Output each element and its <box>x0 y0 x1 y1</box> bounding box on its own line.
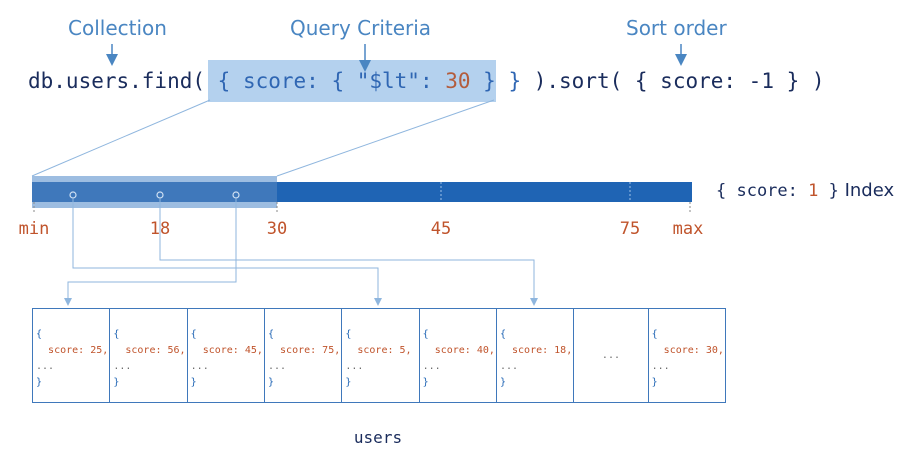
code-suffix: ).sort( { score: -1 } ) <box>521 69 825 93</box>
document-card: { score: 5, ... } <box>342 309 420 402</box>
tick-max: max <box>672 219 704 239</box>
index-name-close: } <box>818 181 839 201</box>
index-name-value: 1 <box>808 181 819 201</box>
document-card: { score: 56, ... } <box>110 309 188 402</box>
code-criteria-close: } } <box>470 69 522 93</box>
document-card: { score: 45, ... } <box>188 309 265 402</box>
tick-75: 75 <box>619 219 641 239</box>
sort-order-label: Sort order <box>626 16 727 40</box>
index-range-fill <box>32 182 277 202</box>
code-prefix: db.users.find( <box>28 69 218 93</box>
pointer-line-18 <box>159 198 538 306</box>
document-card: { score: 75, ... } <box>265 309 343 402</box>
tick-min: min <box>18 219 50 239</box>
collection-name: users <box>353 428 403 447</box>
document-card: { score: 40, ... } <box>420 309 497 402</box>
index-name-word: Index <box>844 180 895 201</box>
query-code: db.users.find( { score: { "$lt": 30 } } … <box>28 66 825 96</box>
index-name: { score: 1 } Index <box>716 180 894 201</box>
tick-45: 45 <box>430 219 452 239</box>
collection-label: Collection <box>68 16 167 40</box>
document-card-ellipsis: ... <box>574 309 649 402</box>
document-card: { score: 18, ... } <box>497 309 575 402</box>
code-criteria-value: 30 <box>445 69 471 93</box>
document-card: { score: 25, ... } <box>33 309 111 402</box>
query-criteria-highlight <box>208 60 496 102</box>
users-collection-documents: { score: 25, ... } { score: 56, ... } { … <box>32 308 726 403</box>
query-criteria-label: Query Criteria <box>290 16 432 40</box>
index-entry-pointer <box>156 191 164 199</box>
pointer-line-30 <box>72 198 382 306</box>
index-entry-pointer <box>69 191 77 199</box>
pointer-line-25 <box>64 198 237 306</box>
index-entry-pointer <box>232 191 240 199</box>
code-criteria-open: { score: { "$lt": <box>217 69 446 93</box>
index-name-open: { score: <box>716 181 809 201</box>
funnel-right-line <box>276 99 495 177</box>
document-card: { score: 30, ... } <box>651 329 724 388</box>
tick-30: 30 <box>266 219 288 239</box>
funnel-left-line <box>31 99 211 177</box>
